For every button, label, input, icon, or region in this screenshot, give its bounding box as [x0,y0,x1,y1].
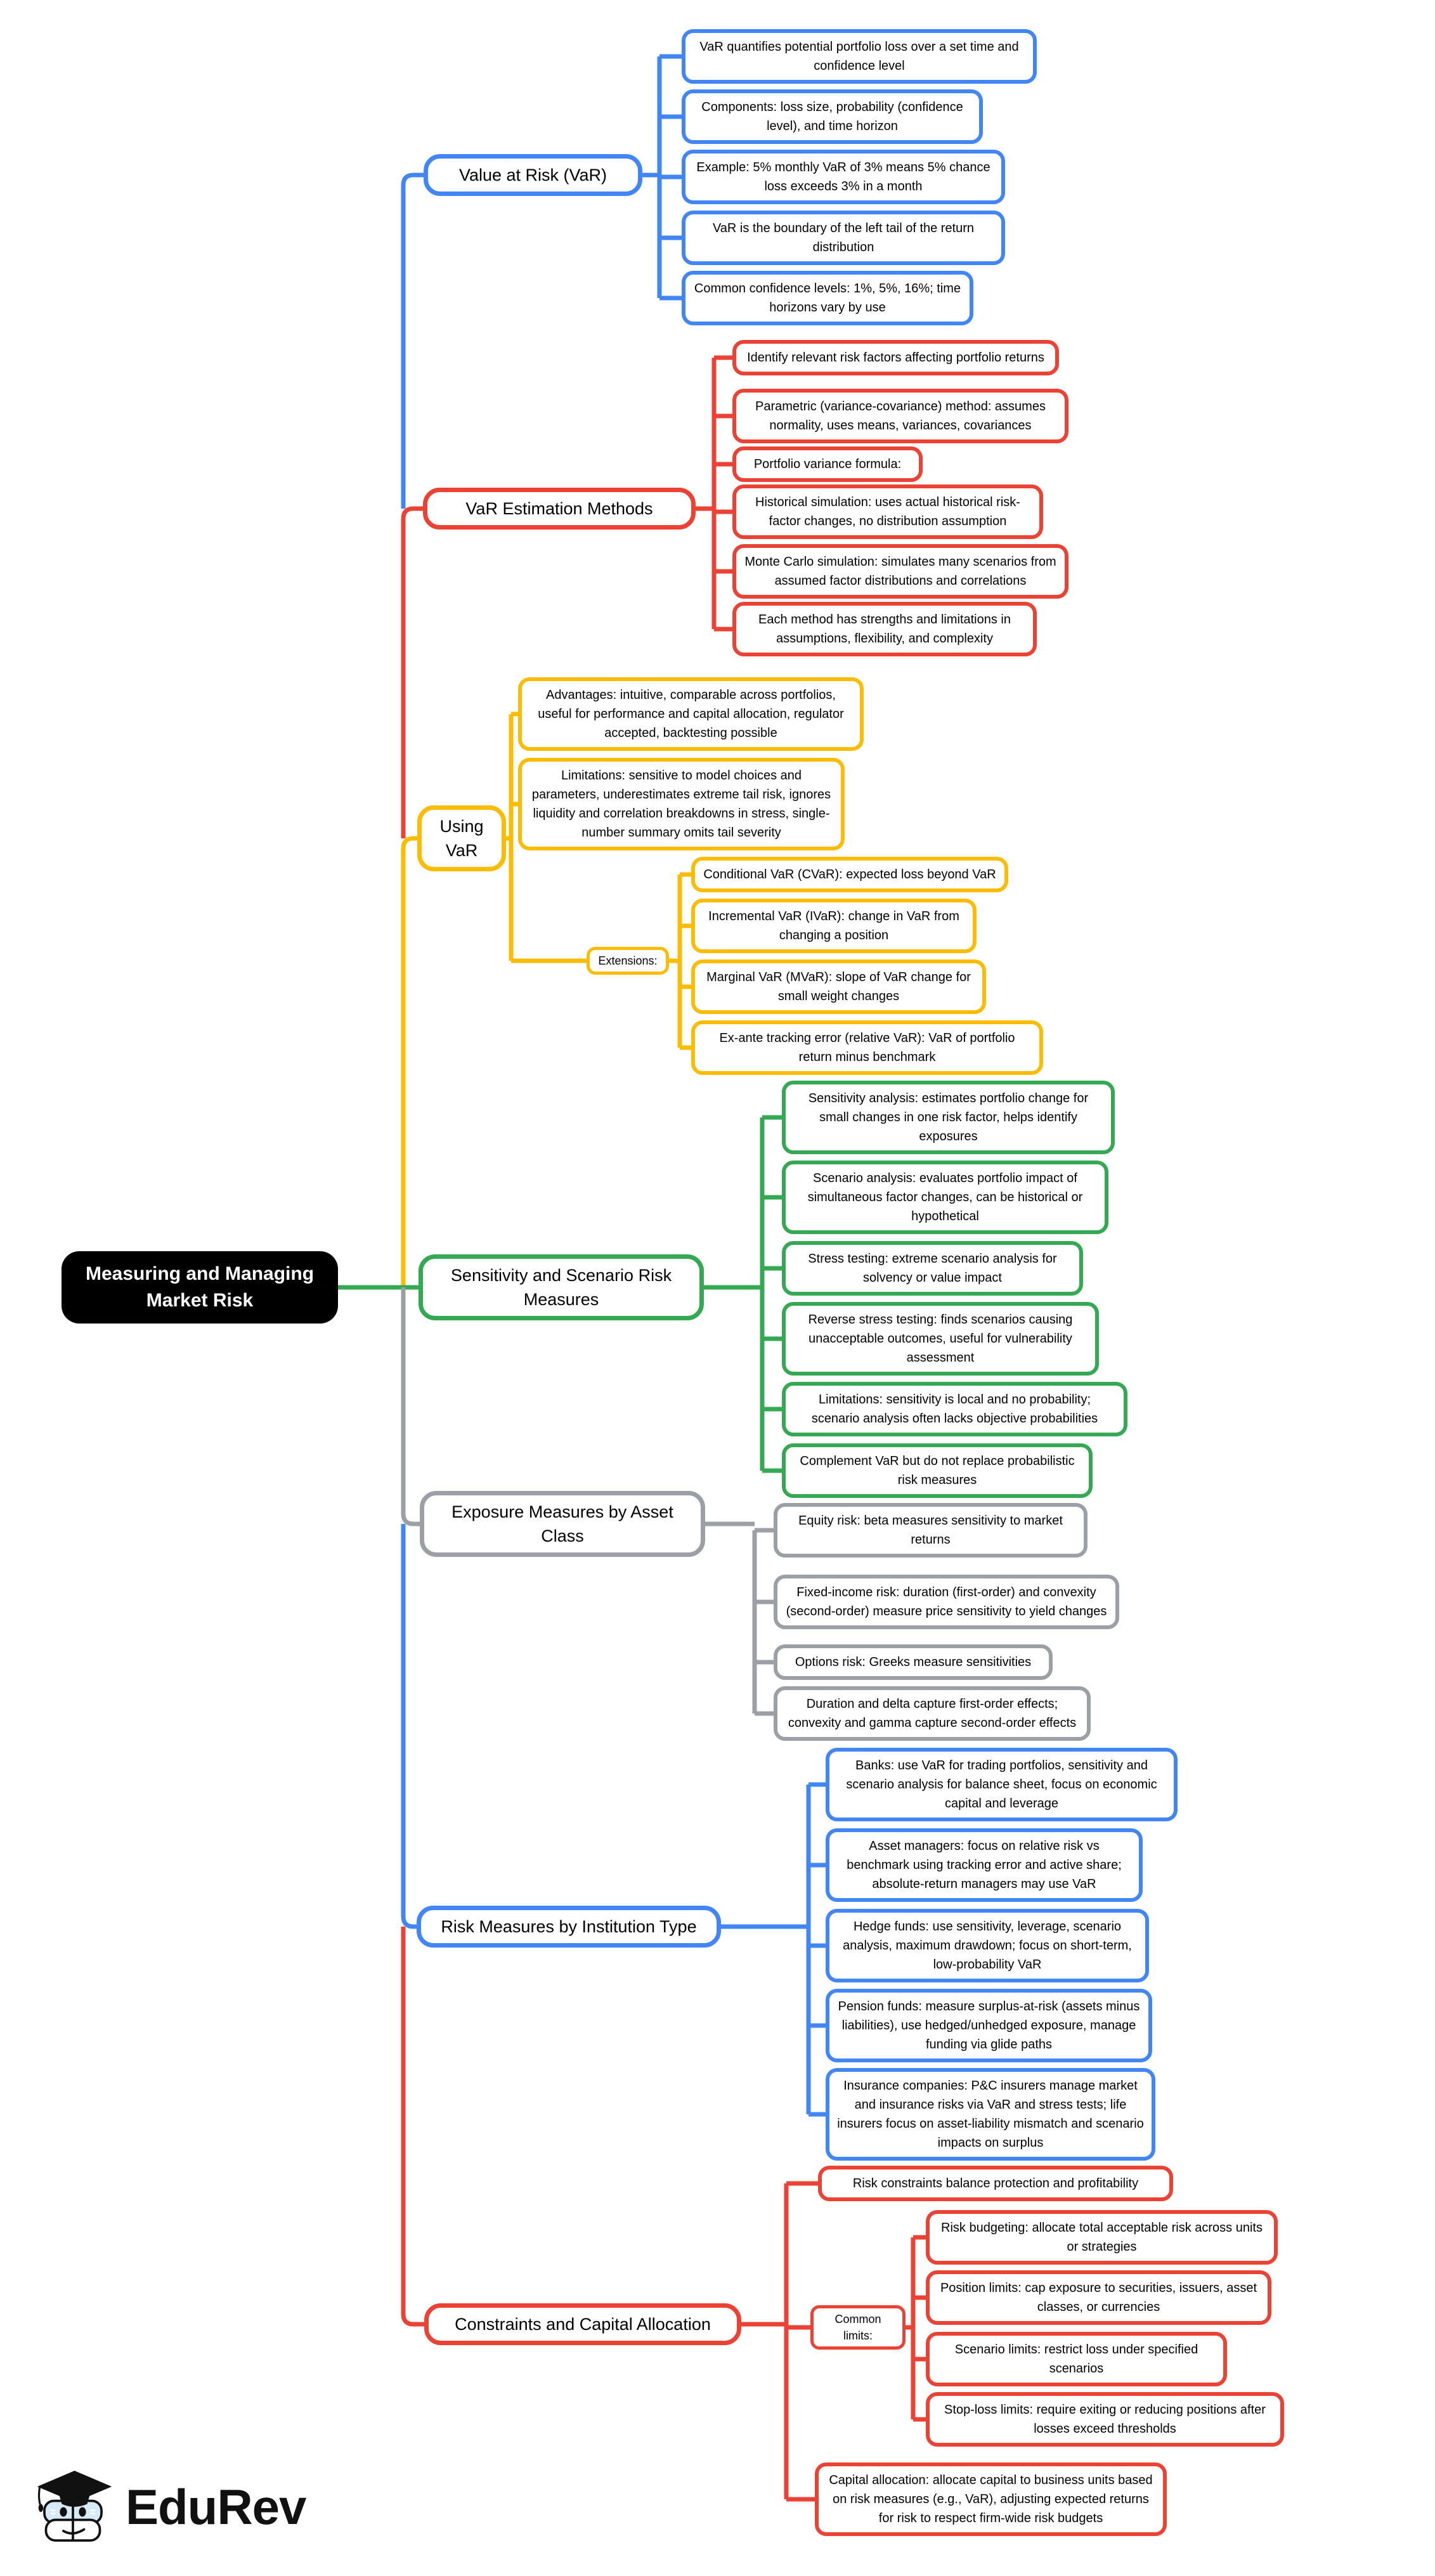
branch-label-var: Value at Risk (VaR) [424,154,642,196]
node-options-risk: Options risk: Greeks measure sensitiviti… [774,1644,1053,1680]
node-pension-funds: Pension funds: measure surplus-at-risk (… [826,1989,1152,2062]
sensitivity-branch-connectors [704,1115,782,1473]
node-duration-delta: Duration and delta capture first-order e… [774,1686,1091,1741]
node-insurance-companies: Insurance companies: P&C insurers manage… [826,2068,1155,2161]
edurev-logo: EduRev [35,2466,365,2548]
node-asset-managers: Asset managers: focus on relative risk v… [826,1828,1143,1902]
var-branch-connectors [642,54,682,301]
node-scenario-analysis: Scenario analysis: evaluates portfolio i… [782,1161,1108,1234]
branch-label-using-var: Using VaR [417,805,506,871]
sub-label-extensions: Extensions: [587,947,669,975]
node-sens-limitations: Limitations: sensitivity is local and no… [782,1382,1127,1436]
branch-label-institution: Risk Measures by Institution Type [417,1906,721,1948]
sub-label-common-limits: Common limits: [810,2305,906,2350]
node-est-historical: Historical simulation: uses actual histo… [732,485,1043,539]
node-using-advantages: Advantages: intuitive, comparable across… [518,677,864,751]
constraints-branch-connectors [741,2181,926,2502]
node-est-risk-factors: Identify relevant risk factors affecting… [732,340,1059,375]
node-reverse-stress-testing: Reverse stress testing: finds scenarios … [782,1302,1099,1376]
node-position-limits: Position limits: cap exposure to securit… [926,2270,1271,2325]
branch-label-constraints: Constraints and Capital Allocation [424,2303,741,2345]
node-hedge-funds: Hedge funds: use sensitivity, leverage, … [826,1909,1149,1982]
node-risk-constraints: Risk constraints balance protection and … [818,2166,1173,2201]
node-ext-ivar: Incremental VaR (IVaR): change in VaR fr… [691,899,977,953]
node-est-strengths-limitations: Each method has strengths and limitation… [732,602,1037,656]
using-var-branch-connectors [506,712,691,1050]
node-stress-testing: Stress testing: extreme scenario analysi… [782,1241,1083,1296]
node-scenario-limits: Scenario limits: restrict loss under spe… [926,2332,1227,2386]
central-topic: Measuring and Managing Market Risk [62,1251,338,1324]
node-var-left-tail: VaR is the boundary of the left tail of … [682,211,1005,265]
node-est-variance-formula: Portfolio variance formula: [732,446,923,482]
branch-label-estimation: VaR Estimation Methods [423,488,696,530]
node-ext-mvar: Marginal VaR (MVaR): slope of VaR change… [691,959,986,1014]
node-var-example: Example: 5% monthly VaR of 3% means 5% c… [682,150,1005,204]
node-risk-budgeting: Risk budgeting: allocate total acceptabl… [926,2210,1278,2265]
node-ext-tracking-error: Ex-ante tracking error (relative VaR): V… [691,1020,1043,1075]
node-capital-allocation: Capital allocation: allocate capital to … [815,2462,1167,2536]
node-var-confidence-levels: Common confidence levels: 1%, 5%, 16%; t… [682,271,973,325]
node-equity-risk: Equity risk: beta measures sensitivity t… [774,1503,1088,1558]
node-complement-var: Complement VaR but do not replace probab… [782,1443,1093,1498]
node-using-limitations: Limitations: sensitive to model choices … [518,758,845,850]
node-var-components: Components: loss size, probability (conf… [682,89,983,144]
exposure-branch-connectors [705,1521,774,1716]
trunk-connectors [338,172,424,2327]
node-banks: Banks: use VaR for trading portfolios, s… [826,1748,1178,1821]
node-ext-cvar: Conditional VaR (CVaR): expected loss be… [691,857,1008,892]
institution-branch-connectors [721,1782,826,2117]
branch-label-sensitivity: Sensitivity and Scenario Risk Measures [419,1254,704,1320]
branch-label-exposure: Exposure Measures by Asset Class [420,1491,705,1557]
edurev-mascot-icon [37,2470,112,2542]
estimation-branch-connectors [696,355,732,632]
node-est-parametric: Parametric (variance-covariance) method:… [732,389,1068,443]
node-sens-analysis: Sensitivity analysis: estimates portfoli… [782,1081,1115,1154]
node-est-monte-carlo: Monte Carlo simulation: simulates many s… [732,544,1068,599]
node-fixed-income-risk: Fixed-income risk: duration (first-order… [774,1575,1119,1629]
node-stop-loss-limits: Stop-loss limits: require exiting or red… [926,2392,1284,2447]
node-var-definition: VaR quantifies potential portfolio loss … [682,29,1037,84]
edurev-logo-text: EduRev [126,2478,306,2535]
